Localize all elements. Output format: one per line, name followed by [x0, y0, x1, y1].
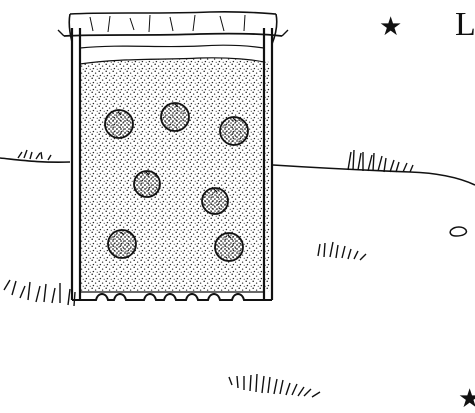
bullet-star: ★: [379, 14, 402, 40]
jar-icon: [72, 28, 272, 300]
cloth-cover-icon: [58, 12, 288, 48]
illustration-scene: [0, 0, 475, 399]
partial-heading-letter: L: [455, 8, 475, 42]
pebble-icon: [450, 227, 466, 236]
bullet-star-bottom: ★: [458, 386, 475, 412]
